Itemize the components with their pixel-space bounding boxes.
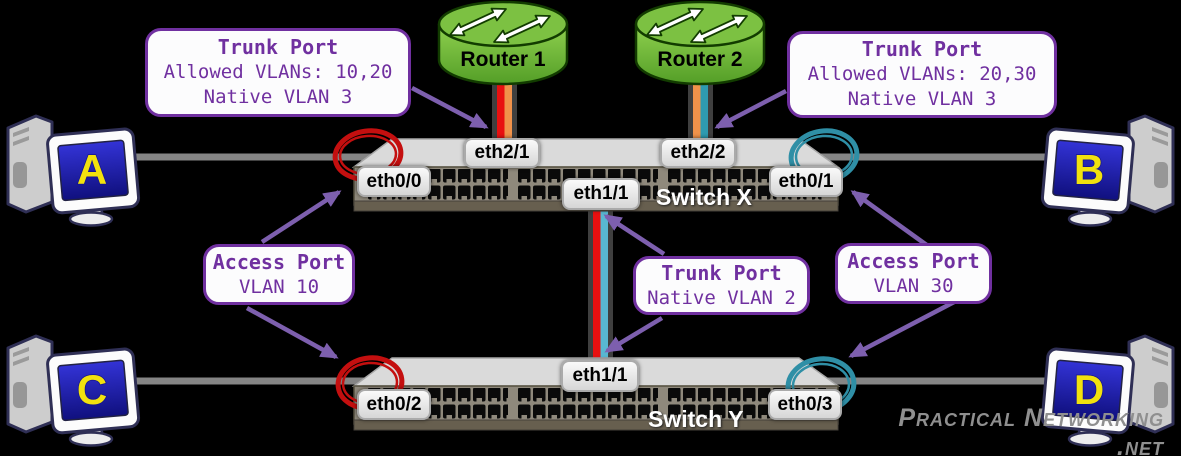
computer-a: A (6, 114, 141, 227)
callout-access-port-vlan10: Access Port VLAN 10 (203, 244, 355, 305)
computer-a-label: A (77, 146, 107, 193)
computer-a-graphic (6, 114, 141, 227)
callout-trunk-port-right: Trunk Port Allowed VLANs: 20,30 Native V… (787, 31, 1057, 118)
computer-d-label: D (1074, 366, 1104, 413)
arrow-accessright-to-eth03 (848, 299, 958, 358)
arrow-accessright-to-eth01 (850, 190, 930, 248)
computer-b-label: B (1074, 146, 1104, 193)
switch-x-name: Switch X (656, 184, 752, 210)
cable-router1-trunk (492, 84, 517, 164)
port-label-eth0-3: eth0/3 (768, 389, 842, 420)
switch-y-name: Switch Y (648, 406, 744, 432)
port-label-eth2-2: eth2/2 (660, 138, 736, 168)
cable-interswitch-trunk (588, 205, 613, 380)
cable-router2-trunk (688, 84, 713, 164)
port-label-eth0-2: eth0/2 (357, 389, 431, 420)
computer-c-graphic (6, 334, 141, 447)
arrow-trunkmiddle-to-eth11y (604, 316, 664, 353)
router-2-label: Router 2 (657, 48, 742, 71)
computer-d: D (1040, 334, 1175, 447)
computer-d-graphic (1040, 334, 1175, 447)
computer-b: B (1040, 114, 1175, 227)
router-1-label: Router 1 (460, 48, 546, 71)
computer-c-label: C (77, 366, 107, 413)
callout-access-port-vlan30: Access Port VLAN 30 (835, 243, 992, 304)
arrow-accessleft-to-eth00 (260, 190, 342, 244)
arrow-accessleft-to-eth02 (245, 306, 339, 359)
port-label-eth0-1: eth0/1 (769, 166, 843, 197)
arrow-trunkleft-to-eth21 (410, 86, 489, 129)
callout-trunk-port-left: Trunk Port Allowed VLANs: 10,20 Native V… (145, 28, 411, 117)
callout-arrows (245, 86, 958, 359)
port-label-eth0-0: eth0/0 (357, 166, 431, 197)
arrow-trunkmiddle-to-eth11x (603, 214, 666, 256)
computer-c: C (6, 334, 141, 447)
computer-b-graphic (1040, 114, 1175, 227)
port-label-eth2-1: eth2/1 (464, 138, 540, 168)
callout-trunk-port-middle: Trunk Port Native VLAN 2 (633, 256, 810, 315)
site-watermark: Practical Networking .net (898, 404, 1164, 456)
port-label-eth1-1-switchx: eth1/1 (562, 178, 640, 210)
arrow-trunkright-to-eth22 (714, 89, 788, 129)
router-2: Router 2 (634, 0, 766, 86)
port-label-eth1-1-switchy: eth1/1 (561, 360, 639, 392)
router-1: Router 1 (437, 0, 569, 86)
